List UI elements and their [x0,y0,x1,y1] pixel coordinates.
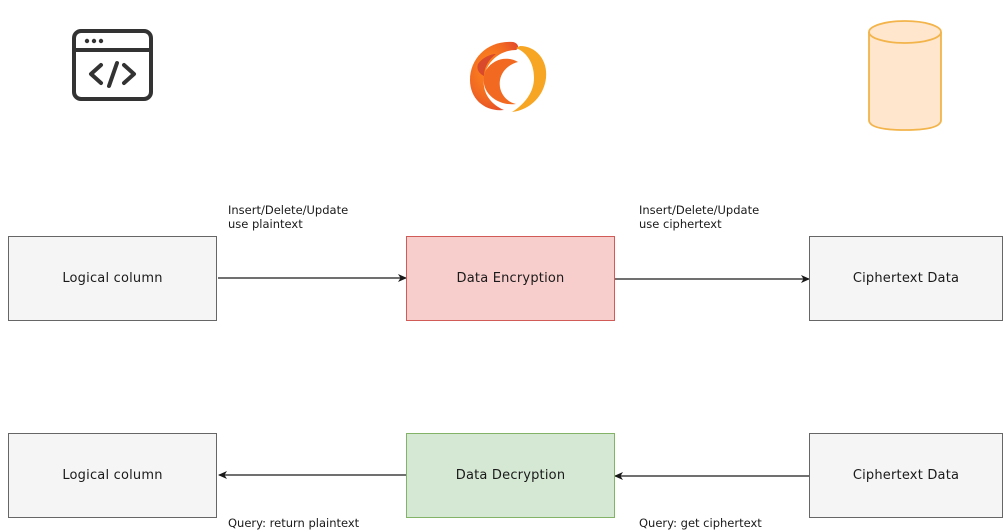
logical-column-label: Logical column [62,271,163,286]
ciphertext-data-box-top: Ciphertext Data [809,236,1003,321]
logical-column-box-bottom: Logical column [8,433,217,518]
edge-label-query-get-ciphertext: Query: get ciphertext [639,516,762,530]
shardingsphere-logo-icon [470,41,547,112]
edge-label-insert-plaintext: Insert/Delete/Update use plaintext [228,203,348,231]
data-decryption-label: Data Decryption [455,468,566,483]
edge-label-line: Insert/Delete/Update [639,203,760,217]
database-cylinder-icon [868,20,942,131]
edge-label-insert-ciphertext: Insert/Delete/Update use ciphertext [639,203,759,231]
data-encryption-label: Data Encryption [456,271,565,286]
edge-label-line: Insert/Delete/Update [228,203,349,217]
edge-label-query-return-plaintext: Query: return plaintext [228,516,359,530]
logical-column-label: Logical column [62,468,163,483]
data-decryption-box: Data Decryption [406,433,615,518]
ciphertext-data-label: Ciphertext Data [852,271,960,286]
edge-label-line: Query: return plaintext [228,516,360,530]
ciphertext-data-label: Ciphertext Data [852,468,960,483]
edge-label-line: Query: get ciphertext [639,516,762,530]
edge-label-line: use ciphertext [639,217,722,231]
code-window-icon [72,29,153,101]
ciphertext-data-box-bottom: Ciphertext Data [809,433,1003,518]
logical-column-box-top: Logical column [8,236,217,321]
data-encryption-box: Data Encryption [406,236,615,321]
edge-label-line: use plaintext [228,217,303,231]
